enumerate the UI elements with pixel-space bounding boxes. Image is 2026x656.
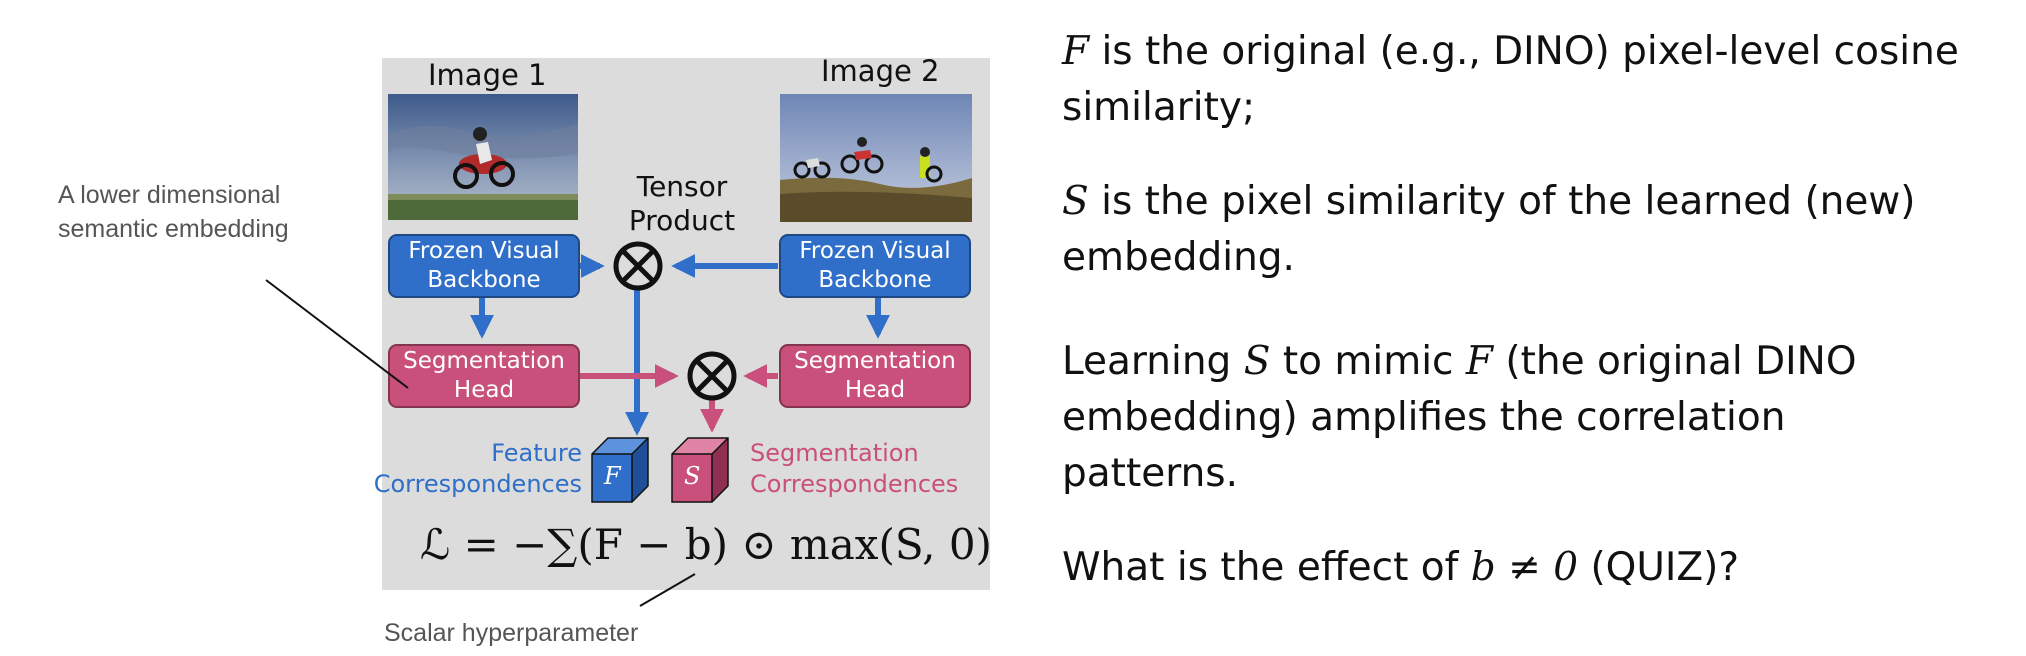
quiz-text-b: (QUIZ)? <box>1578 545 1740 590</box>
backbone1-line2: Backbone <box>427 267 541 293</box>
diagram-arrows <box>470 241 890 503</box>
paragraph-s-text: is the pixel similarity of the learned (… <box>1062 179 1916 280</box>
loss-formula: ℒ = −∑(F − b) ⊙ max(S, 0) <box>420 520 992 569</box>
embedding-annotation-line1: A lower dimensional <box>58 181 281 209</box>
segmentation-correspondences-label: Segmentation Correspondences <box>750 438 958 500</box>
segmentation-head-1: Segmentation Head <box>388 344 580 408</box>
seghead1-line1: Segmentation <box>403 348 565 374</box>
seghead2-line1: Segmentation <box>794 348 956 374</box>
learning-var-s: S <box>1243 339 1271 384</box>
outer-product-icon <box>687 351 737 401</box>
var-s: S <box>1062 179 1089 224</box>
tensor-product-label: Tensor Product <box>582 170 782 238</box>
segcorr-label-line2: Correspondences <box>750 470 959 498</box>
scalar-annotation: Scalar hyperparameter <box>384 619 639 647</box>
backbone2-line1: Frozen Visual <box>799 238 951 264</box>
tensor-product-icon <box>613 241 663 291</box>
embedding-annotation: A lower dimensional semantic embedding <box>58 178 289 246</box>
learning-text-b: to mimic <box>1270 339 1466 384</box>
feature-cube-label: F <box>604 462 621 490</box>
feature-label-line1: Feature <box>491 439 582 467</box>
tensor-label-line2: Product <box>628 204 736 237</box>
paragraph-quiz: What is the effect of b ≠ 0 (QUIZ)? <box>1062 540 1992 596</box>
segmentation-cube-label: S <box>684 462 701 490</box>
var-f: F <box>1062 29 1090 74</box>
paragraph-s: S is the pixel similarity of the learned… <box>1062 174 1992 286</box>
seghead1-line2: Head <box>453 377 515 403</box>
learning-text-a: Learning <box>1062 339 1244 384</box>
image2-photo <box>780 94 972 222</box>
paragraph-f: F is the original (e.g., DINO) pixel-lev… <box>1062 24 1992 136</box>
tensor-label-line1: Tensor <box>636 170 728 203</box>
segmentation-cube <box>671 437 729 503</box>
quiz-text-a: What is the effect of <box>1062 545 1471 590</box>
backbone1-line1: Frozen Visual <box>408 238 560 264</box>
scalar-leader-line <box>639 573 696 607</box>
learning-var-f: F <box>1465 339 1493 384</box>
feature-cube <box>591 437 649 503</box>
frozen-backbone-1: Frozen Visual Backbone <box>388 234 580 298</box>
image1-photo <box>388 94 578 220</box>
quiz-math: b ≠ 0 <box>1470 545 1579 590</box>
image1-title: Image 1 <box>428 58 547 92</box>
segcorr-label-line1: Segmentation <box>750 439 919 467</box>
embedding-leader-line <box>265 279 409 389</box>
paragraph-f-text: is the original (e.g., DINO) pixel-level… <box>1062 29 1959 130</box>
seghead2-line2: Head <box>844 377 906 403</box>
embedding-annotation-line2: semantic embedding <box>58 215 289 243</box>
feature-label-line2: Correspondences <box>373 470 582 498</box>
paragraph-learning: Learning S to mimic F (the original DINO… <box>1062 334 1912 502</box>
feature-correspondences-label: Feature Correspondences <box>374 438 582 500</box>
learning-text-c: (the original DINO embedding) amplifies … <box>1062 339 1857 496</box>
backbone2-line2: Backbone <box>818 267 932 293</box>
image2-title: Image 2 <box>821 54 940 88</box>
frozen-backbone-2: Frozen Visual Backbone <box>779 234 971 298</box>
segmentation-head-2: Segmentation Head <box>779 344 971 408</box>
diagram-panel: Image 1 Image 2 <box>374 54 992 590</box>
